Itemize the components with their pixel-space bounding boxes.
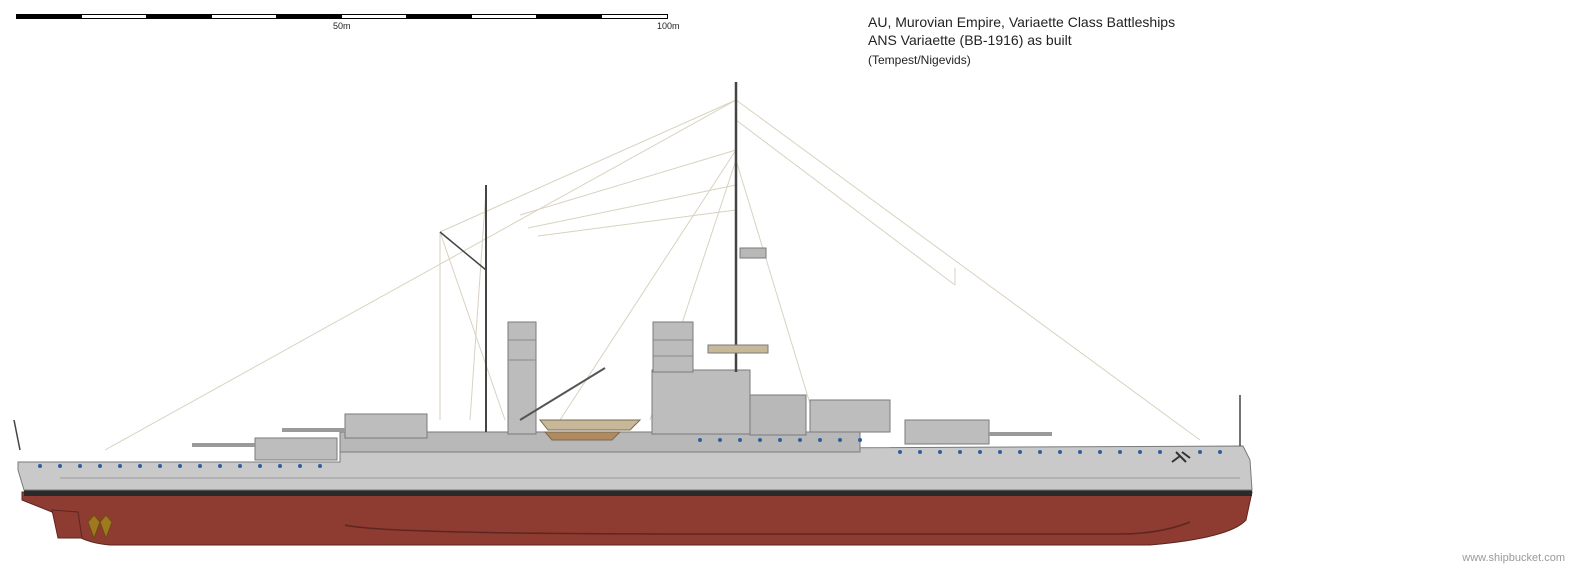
caption-class-title: AU, Murovian Empire, Variaette Class Bat… [868,14,1176,30]
spotting-top [739,247,767,259]
ships-boat [543,431,622,441]
scale-segment [601,14,668,19]
mast-platform [707,344,769,354]
watermark: www.shipbucket.com [1462,552,1565,564]
anchor-icon [1171,451,1191,463]
caption-credits: (Tempest/Nigevids) [868,53,971,67]
forward-funnel [507,321,537,435]
derrick-pole [439,231,487,271]
aft-house [749,394,807,436]
turret-y [904,419,1052,445]
rigging-lines [104,99,1201,451]
bilge-keel [344,521,1191,535]
jackstaff [13,419,21,451]
scale-ruler [16,14,668,19]
hull-upper-grey [17,445,1253,491]
scale-label-50m: 50m [333,21,351,31]
portholes [38,438,1222,468]
funnel-bands [508,339,693,361]
boot-topping-stripe [24,489,1252,496]
caption-ship-name: ANS Variaette (BB-1916) as built [868,32,1072,48]
hull-lower-red [21,491,1253,546]
crane-boom [519,367,606,421]
bridge-block [651,369,751,435]
aft-funnel [652,321,694,373]
scale-label-100m: 100m [657,21,680,31]
turret-x [809,399,891,433]
turret-a [192,437,338,461]
propellers [87,514,113,540]
turret-b [282,413,428,439]
rudder [51,509,83,539]
ships-boat [538,419,642,431]
